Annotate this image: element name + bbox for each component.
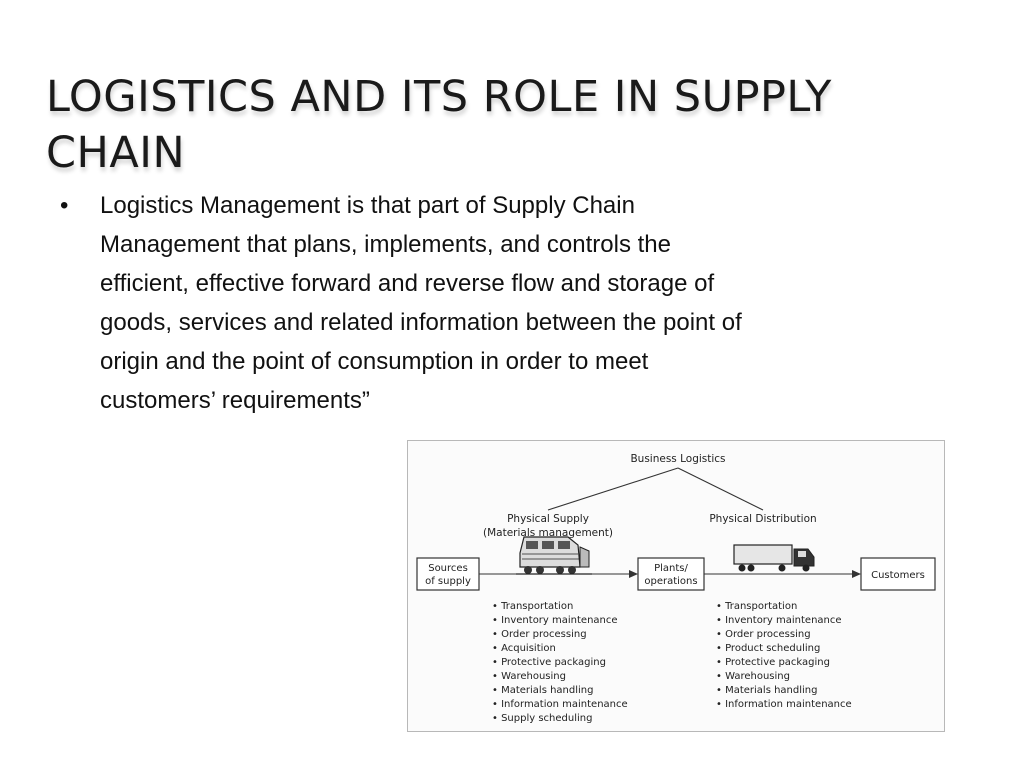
plants-label-1: Plants/ — [654, 563, 688, 574]
distribution-item: • Product scheduling — [716, 643, 820, 654]
title-line-2: CHAIN — [46, 127, 186, 178]
distribution-item: • Materials handling — [716, 685, 817, 696]
supply-item: • Inventory maintenance — [492, 615, 618, 626]
branch-line-right — [677, 467, 764, 511]
diagram-canvas: Business Logistics Physical Supply (Mate… — [416, 453, 936, 724]
bullet-item: • Logistics Management is that part of S… — [60, 186, 960, 420]
customers-label: Customers — [871, 570, 925, 581]
arrowhead-customers — [852, 570, 861, 578]
slide-title: LOGISTICS AND ITS ROLE IN SUPPLY CHAIN — [46, 69, 1006, 181]
bullet-list: • Logistics Management is that part of S… — [60, 186, 960, 420]
branch-line-left — [547, 467, 679, 511]
distribution-item: • Information maintenance — [716, 699, 852, 710]
business-logistics-label: Business Logistics — [630, 453, 725, 465]
supply-item: • Information maintenance — [492, 699, 628, 710]
distribution-item: • Inventory maintenance — [716, 615, 842, 626]
title-line-1: LOGISTICS AND ITS ROLE IN SUPPLY — [46, 71, 832, 122]
bullet-line-4: goods, services and related information … — [100, 309, 742, 336]
plants-box — [637, 557, 705, 591]
train-icon — [516, 536, 592, 575]
logistics-diagram: Business Logistics Physical Supply (Mate… — [407, 440, 945, 732]
bullet-line-3: efficient, effective forward and reverse… — [100, 270, 715, 297]
physical-distribution-label: Physical Distribution — [709, 513, 816, 525]
bullet-line-6: customers’ requirements” — [100, 387, 370, 414]
sources-label-1: Sources — [428, 563, 468, 574]
sources-label-2: of supply — [425, 576, 471, 587]
distribution-item: • Transportation — [716, 601, 797, 612]
physical-supply-label: Physical Supply — [507, 513, 589, 525]
supply-item: • Warehousing — [492, 671, 566, 682]
physical-distribution-activities: • Transportation • Inventory maintenance… — [716, 601, 852, 710]
bullet-line-1: Logistics Management is that part of Sup… — [100, 192, 635, 219]
bullet-line-2: Management that plans, implements, and c… — [100, 231, 671, 258]
bullet-mark: • — [60, 192, 69, 219]
bullet-line-5: origin and the point of consumption in o… — [100, 348, 649, 375]
distribution-item: • Warehousing — [716, 671, 790, 682]
supply-item: • Protective packaging — [492, 657, 606, 668]
physical-supply-activities: • Transportation • Inventory maintenance… — [492, 601, 628, 724]
truck-icon — [733, 544, 815, 572]
supply-item: • Transportation — [492, 601, 573, 612]
materials-management-label: (Materials management) — [483, 527, 613, 539]
supply-item: • Supply scheduling — [492, 713, 592, 724]
distribution-item: • Order processing — [716, 629, 811, 640]
distribution-item: • Protective packaging — [716, 657, 830, 668]
supply-item: • Order processing — [492, 629, 587, 640]
arrowhead-plants — [629, 570, 638, 578]
supply-item: • Materials handling — [492, 685, 593, 696]
supply-item: • Acquisition — [492, 643, 556, 654]
plants-label-2: operations — [644, 576, 697, 587]
